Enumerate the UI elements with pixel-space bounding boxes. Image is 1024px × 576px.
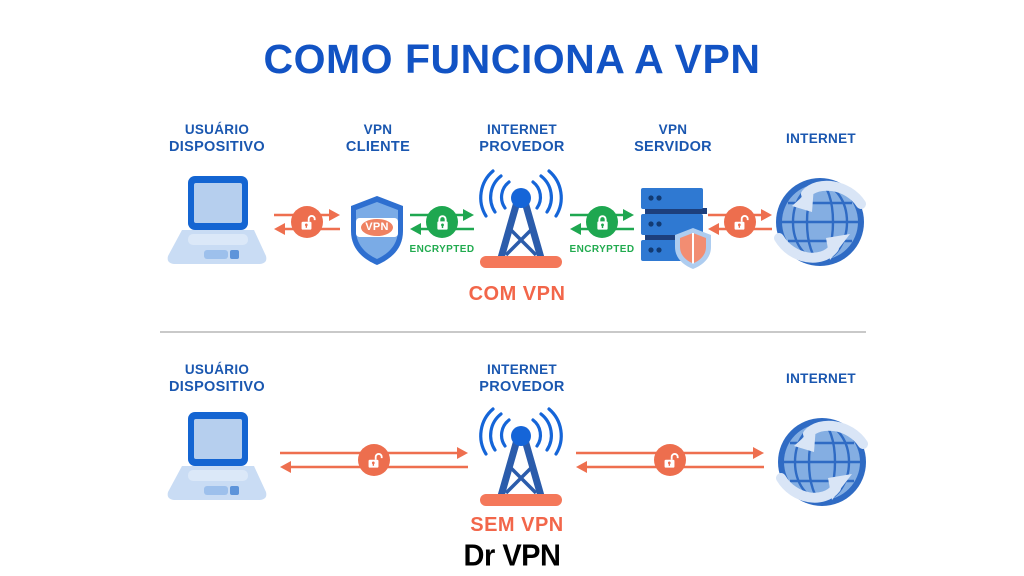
open-lock-icon bbox=[358, 444, 390, 476]
node-label-line2: PROVEDOR bbox=[479, 138, 565, 155]
node-label-line1: VPN bbox=[658, 121, 688, 137]
link-vpnclient-provider: ENCRYPTED bbox=[408, 204, 476, 255]
node-label-line2: DISPOSITIVO bbox=[169, 138, 265, 155]
node-label-internet: INTERNET bbox=[736, 118, 906, 158]
caption-com-vpn: COM VPN bbox=[468, 283, 566, 305]
page-title: COMO FUNCIONA A VPN bbox=[263, 36, 761, 82]
brand-logo: Dr VPN bbox=[463, 539, 561, 573]
node-label-internet-bottom: INTERNET bbox=[736, 358, 906, 398]
node-label-usuario-dispositivo-bottom: USUÁRIO DISPOSITIVO bbox=[132, 358, 302, 398]
link-vpnserver-internet bbox=[706, 204, 774, 240]
node-label-usuario-dispositivo: USUÁRIO DISPOSITIVO bbox=[132, 118, 302, 158]
node-label-line1: USUÁRIO bbox=[184, 361, 250, 377]
link-provider-internet bbox=[574, 442, 766, 478]
link-device-vpnclient bbox=[272, 204, 342, 240]
closed-lock-icon bbox=[586, 206, 618, 238]
node-label-line2: DISPOSITIVO bbox=[169, 378, 265, 395]
vpn-shield-icon: VPN bbox=[346, 194, 408, 268]
laptop-icon-bottom bbox=[164, 412, 270, 511]
node-label-line2: CLIENTE bbox=[345, 138, 411, 155]
node-label-internet-provedor: INTERNET PROVEDOR bbox=[437, 118, 607, 158]
closed-lock-icon bbox=[426, 206, 458, 238]
node-label-line1: INTERNET bbox=[786, 130, 856, 146]
antenna-icon-bottom bbox=[476, 406, 566, 513]
open-lock-icon bbox=[654, 444, 686, 476]
node-label-line1: VPN bbox=[363, 121, 393, 137]
link-device-provider bbox=[278, 442, 470, 478]
open-lock-icon bbox=[724, 206, 756, 238]
node-label-vpn-servidor: VPN SERVIDOR bbox=[588, 118, 758, 158]
link-provider-vpnserver: ENCRYPTED bbox=[568, 204, 636, 255]
encrypted-label: ENCRYPTED bbox=[409, 244, 475, 255]
node-label-line1: INTERNET bbox=[487, 361, 557, 377]
encrypted-label: ENCRYPTED bbox=[569, 244, 635, 255]
node-label-line2: SERVIDOR bbox=[634, 138, 712, 155]
section-divider bbox=[160, 331, 866, 333]
globe-icon bbox=[774, 176, 866, 273]
antenna-icon bbox=[476, 168, 566, 275]
node-label-line1: INTERNET bbox=[786, 370, 856, 386]
laptop-icon bbox=[164, 176, 270, 275]
globe-icon-bottom bbox=[776, 416, 868, 513]
open-lock-icon bbox=[291, 206, 323, 238]
node-label-vpn-cliente: VPN CLIENTE bbox=[293, 118, 463, 158]
server-icon bbox=[637, 186, 715, 279]
node-label-line2: PROVEDOR bbox=[479, 378, 565, 395]
node-label-line1: USUÁRIO bbox=[184, 121, 250, 137]
vpn-shield-label: VPN bbox=[365, 221, 389, 233]
node-label-line1: INTERNET bbox=[487, 121, 557, 137]
node-label-internet-provedor-bottom: INTERNET PROVEDOR bbox=[437, 358, 607, 398]
caption-sem-vpn: SEM VPN bbox=[470, 514, 564, 536]
